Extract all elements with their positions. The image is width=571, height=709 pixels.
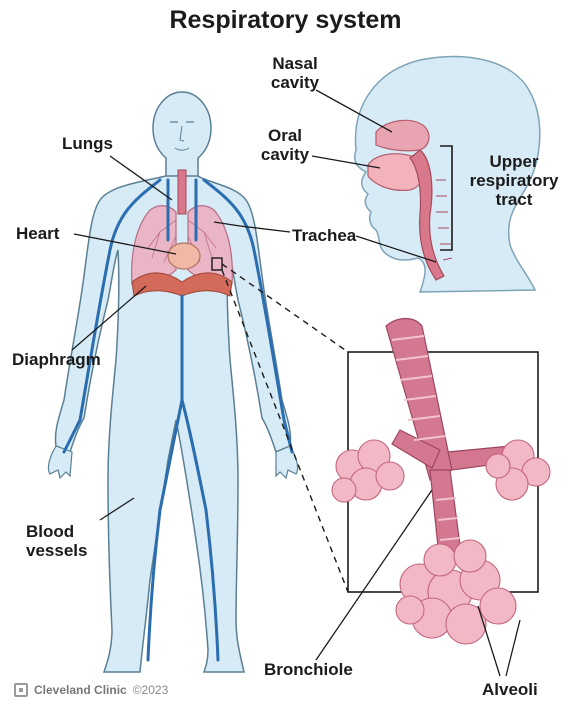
label-urt-line1: Upper xyxy=(466,152,562,171)
label-blood-vessels: Blood vessels xyxy=(26,522,87,560)
label-lungs: Lungs xyxy=(62,134,113,153)
label-blood-vessels-line1: Blood xyxy=(26,522,87,541)
credit-year: ©2023 xyxy=(133,683,169,697)
label-oral-cavity-line1: Oral xyxy=(250,126,320,145)
credit-brand: Cleveland Clinic xyxy=(34,683,127,697)
zoom-inset xyxy=(222,264,550,644)
label-upper-respiratory-tract: Upper respiratory tract xyxy=(466,152,562,209)
label-alveoli: Alveoli xyxy=(482,680,538,699)
label-oral-cavity: Oral cavity xyxy=(250,126,320,164)
label-urt-line3: tract xyxy=(466,190,562,209)
label-nasal-cavity-line1: Nasal xyxy=(260,54,330,73)
cleveland-clinic-logo-icon xyxy=(14,683,28,697)
credit-line: Cleveland Clinic ©2023 xyxy=(14,683,168,697)
label-nasal-cavity: Nasal cavity xyxy=(260,54,330,92)
label-nasal-cavity-line2: cavity xyxy=(260,73,330,92)
label-bronchiole: Bronchiole xyxy=(264,660,353,679)
human-body-illustration xyxy=(48,92,297,672)
label-trachea: Trachea xyxy=(292,226,356,245)
label-blood-vessels-line2: vessels xyxy=(26,541,87,560)
label-heart: Heart xyxy=(16,224,59,243)
label-oral-cavity-line2: cavity xyxy=(250,145,320,164)
label-diaphragm: Diaphragm xyxy=(12,350,101,369)
label-urt-line2: respiratory xyxy=(466,171,562,190)
